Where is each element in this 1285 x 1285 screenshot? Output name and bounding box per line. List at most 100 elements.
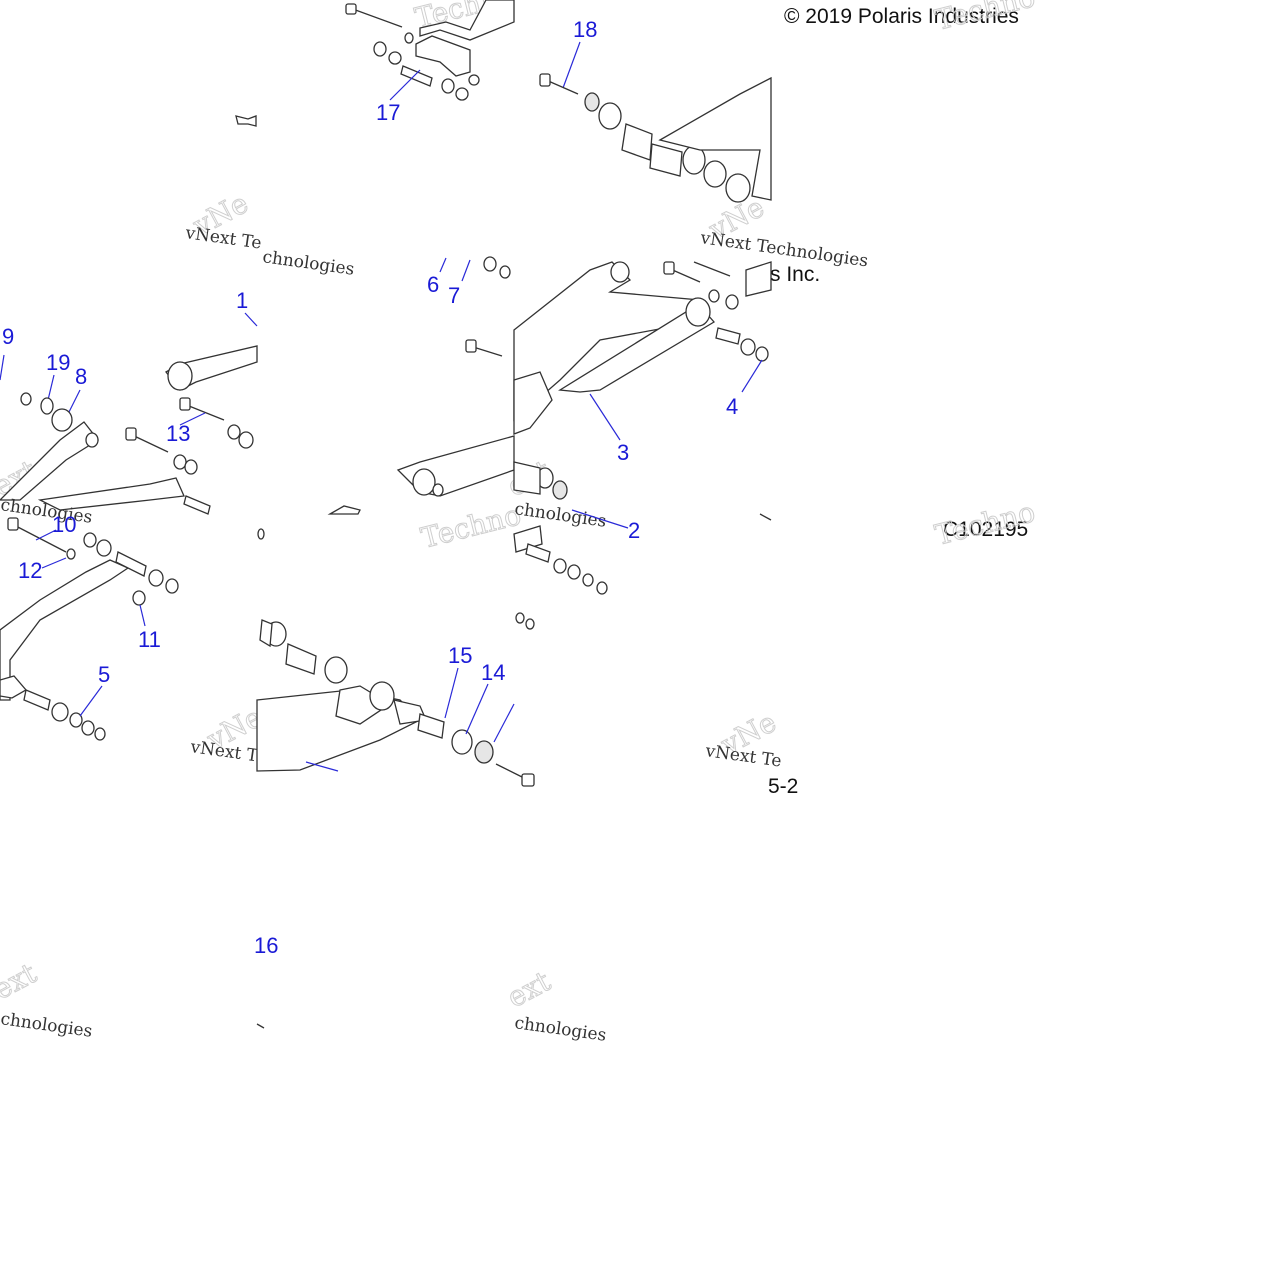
callout-18: 18 — [573, 17, 597, 42]
arm-end-eye — [685, 297, 711, 327]
nut-6 — [525, 618, 535, 630]
bushing-2 — [148, 569, 164, 587]
leader-fragment — [305, 761, 339, 772]
sleeve — [715, 327, 741, 345]
bushing — [598, 102, 622, 130]
nut — [441, 78, 455, 94]
watermark-small: chnologies — [0, 1009, 94, 1042]
washer — [584, 92, 600, 112]
arm-end-eye — [369, 681, 395, 711]
leader-11 — [139, 604, 146, 627]
sleeve — [285, 643, 317, 675]
nut-3 — [132, 590, 146, 606]
nut-3 — [432, 483, 444, 497]
callout-16: 16 — [254, 933, 278, 958]
callout-19: 19 — [46, 350, 70, 375]
washer-2 — [69, 712, 83, 728]
nut-fragment — [257, 528, 265, 540]
callout-11: 11 — [138, 627, 161, 652]
callout-2: 2 — [628, 518, 640, 543]
leader-14 — [465, 683, 489, 735]
callout-8: 8 — [75, 364, 87, 389]
tile-top-right: 18 vNext Technologies — [539, 17, 869, 271]
bolt-shaft — [349, 7, 403, 28]
sleeve — [400, 65, 433, 87]
nut-2 — [238, 431, 254, 449]
leader-18 — [562, 41, 581, 89]
bushing-edge — [259, 619, 273, 648]
control-arm-rear — [658, 76, 772, 201]
bolt-head — [7, 517, 19, 531]
leader-7 — [461, 259, 471, 282]
sleeve — [621, 123, 653, 161]
callout-5: 5 — [98, 662, 110, 687]
nut-4 — [596, 581, 608, 595]
washer-2 — [173, 454, 187, 470]
bushing-3 — [451, 729, 473, 755]
sleeve-2 — [23, 689, 51, 711]
callout-9: 9 — [2, 324, 14, 349]
mount-bracket — [415, 35, 471, 77]
nut — [483, 256, 497, 272]
tile-bottom-left: 10 12 11 5 vNext Te 1 — [0, 512, 268, 768]
nut — [725, 294, 739, 310]
nut-5 — [515, 612, 525, 624]
watermark-small: chnologies — [513, 499, 607, 532]
page-reference: 5-2 — [768, 775, 798, 798]
callout-6: 6 — [427, 272, 439, 297]
bushing-3 — [703, 160, 727, 188]
callout-13: 13 — [166, 421, 190, 446]
leader-4 — [741, 359, 763, 393]
bracket-arm — [419, 0, 515, 41]
leader-1 — [244, 312, 258, 327]
bushing-3 — [51, 702, 69, 722]
nut-2 — [499, 265, 511, 279]
leader-12 — [41, 557, 67, 569]
watermark-big-2: Techno — [932, 0, 1039, 37]
edge-fragment — [256, 1023, 265, 1029]
watermark-small: chnologies — [513, 1013, 607, 1046]
nut-5 — [94, 727, 106, 741]
nut-2 — [755, 346, 769, 362]
copyright-fragment: s Inc. — [770, 263, 820, 286]
bolt-shaft — [545, 79, 579, 95]
bolt-head-fragment — [235, 115, 257, 127]
leader-9 — [0, 354, 5, 381]
nut-4 — [81, 720, 95, 736]
nut-2 — [455, 87, 469, 101]
callout-4: 4 — [726, 394, 738, 419]
tile-mid-right: 4 3 chnologies — [513, 261, 772, 532]
nut — [227, 424, 241, 440]
lower-a-arm — [0, 559, 130, 701]
nut-2 — [567, 564, 581, 580]
watermark-small: vNext Te — [703, 741, 782, 772]
snap-ring — [40, 397, 54, 415]
copyright-text: © 2019 Polaris Industries — [784, 5, 1019, 28]
bolt-head — [465, 339, 477, 353]
callout-1: 1 — [236, 288, 248, 313]
bushing-2 — [324, 656, 348, 684]
bushing — [96, 539, 112, 557]
knuckle-fragment — [513, 461, 541, 495]
bushing-4 — [725, 173, 751, 203]
upper-arm-link-2 — [37, 477, 185, 511]
watermark-small: vNext Te — [183, 223, 262, 254]
figure-code: C102195 — [943, 518, 1028, 541]
watermark-big-12: ext — [502, 964, 557, 1014]
bolt-head — [179, 397, 191, 411]
washer — [373, 41, 387, 57]
washer — [474, 740, 494, 764]
spacer — [388, 51, 402, 65]
bolt-head-2 — [125, 427, 137, 441]
leader-15 — [444, 667, 459, 719]
callout-17: 17 — [376, 100, 400, 125]
leader-2 — [571, 509, 629, 529]
shock-mount-bracket — [335, 685, 392, 725]
bolt-head — [345, 3, 357, 15]
watermark-big-11: ext — [0, 956, 42, 1006]
leader-10 — [35, 529, 57, 541]
leader-17 — [389, 69, 421, 101]
leader-13 — [179, 412, 206, 426]
tile-top-left: vNext Te — [183, 115, 263, 254]
tile-center: chnologies 6 7 — [261, 247, 515, 515]
